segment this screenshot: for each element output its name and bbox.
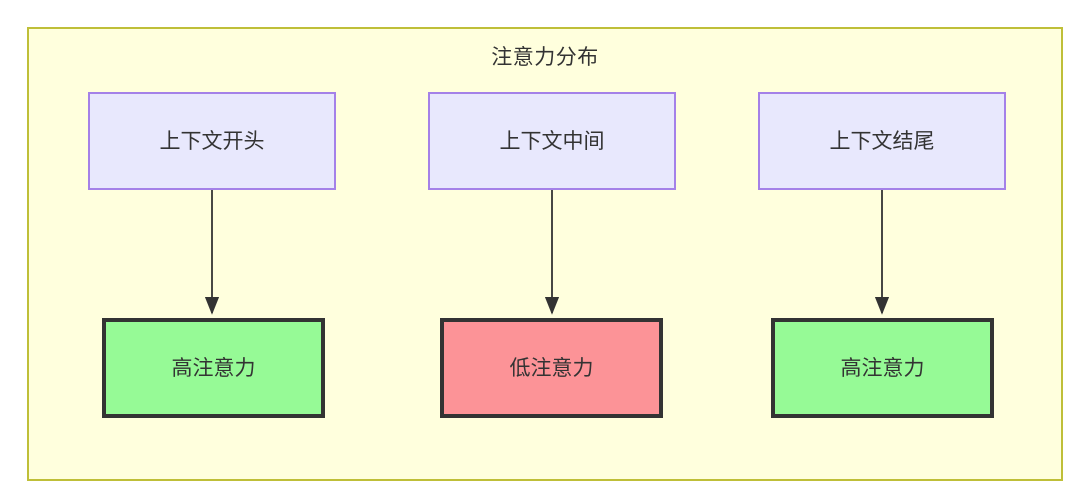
node-attention-middle-label: 低注意力: [509, 356, 594, 380]
node-context-end-label: 上下文结尾: [829, 129, 935, 153]
node-context-middle-label: 上下文中间: [499, 129, 605, 153]
node-context-end[interactable]: 上下文结尾: [758, 92, 1006, 190]
node-attention-end[interactable]: 高注意力: [771, 318, 994, 418]
container-title: 注意力分布: [491, 46, 599, 69]
node-attention-start-label: 高注意力: [171, 356, 256, 380]
node-context-start[interactable]: 上下文开头: [88, 92, 336, 190]
node-context-start-label: 上下文开头: [159, 129, 265, 153]
node-attention-middle[interactable]: 低注意力: [440, 318, 663, 418]
node-context-middle[interactable]: 上下文中间: [428, 92, 676, 190]
node-attention-end-label: 高注意力: [840, 356, 925, 380]
node-attention-start[interactable]: 高注意力: [102, 318, 325, 418]
